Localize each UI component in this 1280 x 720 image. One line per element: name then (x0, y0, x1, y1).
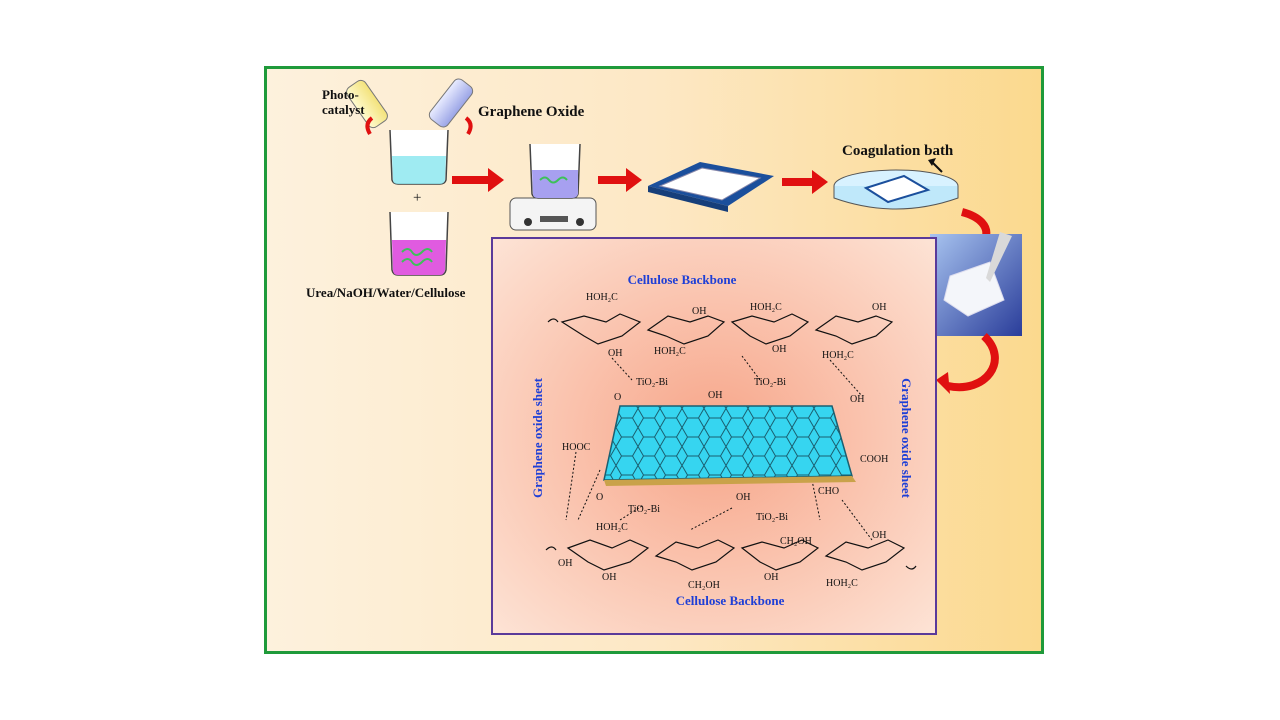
casting-plate (648, 162, 774, 212)
sheet-oh-3: OH (736, 492, 750, 503)
top-oh-2: OH (872, 302, 886, 313)
arrow-3-icon (782, 170, 828, 194)
right-sheet-label: Graphene oxide sheet (899, 378, 914, 499)
curve-arrow-return-icon (947, 333, 999, 392)
top-hoh2c-1: HOH₂C (586, 292, 618, 303)
top-oh-1: OH (692, 306, 706, 317)
top-hoh2c-3: HOH₂C (654, 346, 686, 357)
bottom-cellulose-chain (545, 539, 917, 571)
graphene-oxide-vial (428, 78, 474, 128)
bottom-oh-4: OH (872, 530, 886, 541)
sheet-o-1: O (614, 392, 621, 403)
sheet-oh-2: OH (708, 390, 722, 401)
stirring-beaker (509, 143, 597, 231)
bottom-backbone-label: Cellulose Backbone (676, 593, 785, 608)
beaker-bottom (389, 211, 449, 276)
tio2-label-3: TiO₂-Bi (628, 504, 660, 515)
sheet-o-2: O (596, 492, 603, 503)
coagulation-bath (833, 169, 959, 210)
beaker-top (389, 129, 449, 185)
top-hoh2c-4: HOH₂C (822, 350, 854, 361)
plus-sign: + (413, 190, 421, 206)
membrane-photo (930, 232, 1022, 336)
tio2-label-1: TiO₂-Bi (636, 377, 668, 388)
top-cellulose-chain (547, 313, 894, 345)
bottom-hoh2c-2: HOH₂C (826, 578, 858, 589)
bottom-oh-3: OH (764, 572, 778, 583)
sheet-oh-1: OH (850, 394, 864, 405)
photocatalyst-vial (346, 79, 388, 129)
arrow-2-icon (598, 168, 642, 192)
bottom-ch2oh-2: CH₂OH (688, 580, 720, 591)
graphene-oxide-sheet (603, 405, 856, 486)
solvent-label: Urea/NaOH/Water/Cellulose (306, 285, 466, 300)
photocatalyst-label-2: catalyst (322, 102, 365, 117)
bottom-oh-1: OH (558, 558, 572, 569)
bottom-oh-2: OH (602, 572, 616, 583)
bottom-hoh2c-1: HOH₂C (596, 522, 628, 533)
left-sheet-label: Graphene oxide sheet (530, 377, 545, 498)
cho-label: CHO (818, 486, 839, 497)
photocatalyst-label-1: Photo- (322, 87, 359, 102)
top-oh-4: OH (772, 344, 786, 355)
top-hoh2c-2: HOH₂C (750, 302, 782, 313)
coagulation-bath-label: Coagulation bath (842, 143, 954, 159)
arrow-1-icon (452, 168, 504, 192)
tio2-label-4: TiO₂-Bi (756, 512, 788, 523)
top-oh-3: OH (608, 348, 622, 359)
cooh-label: COOH (860, 454, 888, 465)
top-backbone-label: Cellulose Backbone (628, 272, 737, 287)
hydrogen-bonds (565, 355, 873, 541)
graphene-oxide-label: Graphene Oxide (478, 104, 585, 120)
curved-arrow-left-icon (365, 116, 374, 136)
bottom-ch2oh-1: CH₂OH (780, 536, 812, 547)
curved-arrow-right-icon (464, 116, 473, 136)
hooc-label: HOOC (562, 442, 591, 453)
tio2-label-2: TiO₂-Bi (754, 377, 786, 388)
